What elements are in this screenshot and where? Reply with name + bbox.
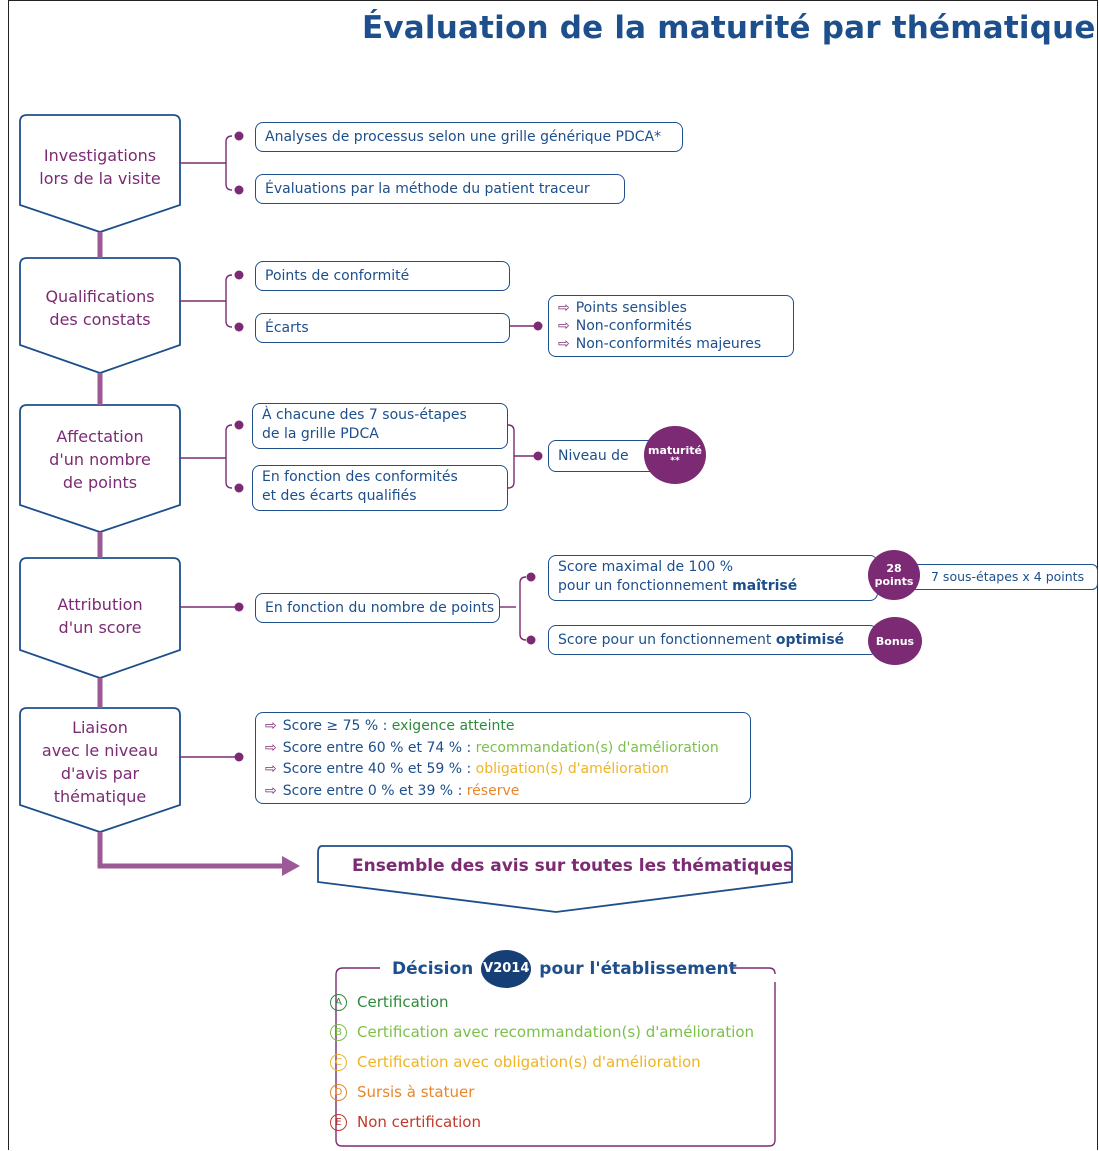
box-score-thresholds: ⇨ Score ≥ 75 % : exigence atteinte ⇨ Score…	[255, 712, 751, 804]
threshold-prefix: Score entre 0 % et 39 % :	[282, 782, 467, 799]
box-line: et des écarts qualifiés	[262, 488, 417, 504]
decision-heading: Décision V2014 pour l'établissement	[392, 950, 737, 988]
stage-label: lors de la visite	[39, 169, 161, 188]
box-nombre-points: En fonction du nombre de points	[255, 593, 500, 623]
threshold-item: ⇨ Score entre 40 % et 59 % : obligation(s…	[265, 759, 741, 781]
box-line-text: Score pour un fonctionnement	[558, 632, 776, 648]
threshold-item: ⇨ Score entre 0 % et 39 % : réserve	[265, 781, 741, 803]
box-score-maximal: Score maximal de 100 % pour un fonctionn…	[548, 555, 878, 601]
arrow-icon: ⇨	[265, 761, 277, 777]
list-item-label: Non-conformités	[575, 318, 692, 334]
list-item-label: Non-conformités majeures	[575, 336, 762, 352]
threshold-label: exigence atteinte	[391, 718, 515, 734]
stage-label: d'un nombre	[49, 450, 151, 469]
box-score-optimise: Score pour un fonctionnement optimisé	[548, 625, 878, 655]
decision-item-label: Certification avec obligation(s) d'améli…	[357, 1053, 701, 1071]
box-line-bold: maîtrisé	[732, 578, 798, 594]
box-line-text: pour un fonctionnement	[558, 578, 733, 594]
stage-label: Affectation	[56, 427, 144, 446]
letter-c-icon: C	[330, 1054, 347, 1071]
v2014-badge: V2014	[481, 950, 532, 988]
box-patient-traceur: Évaluations par la méthode du patient tr…	[255, 174, 625, 204]
box-ecarts: Écarts	[255, 313, 510, 343]
decision-item-label: Sursis à statuer	[357, 1083, 475, 1101]
letter-a-icon: A	[330, 994, 347, 1011]
stage-investigations: Investigations lors de la visite	[20, 144, 180, 190]
decision-item-e: E Non certification	[330, 1113, 481, 1131]
box-line: pour un fonctionnement maîtrisé	[558, 577, 868, 596]
list-item-label: Points sensibles	[575, 300, 687, 316]
decision-item-label: Certification avec recommandation(s) d'a…	[357, 1023, 755, 1041]
stage-label: Attribution	[57, 595, 143, 614]
arrow-icon: ⇨	[558, 318, 570, 334]
stage-label: d'avis par	[60, 764, 140, 783]
stage-qualifications: Qualifications des constats	[20, 285, 180, 331]
maturite-badge-sub: **	[670, 456, 680, 466]
letter-d-icon: D	[330, 1084, 347, 1101]
ensemble-label: Ensemble des avis sur toutes les thémati…	[352, 856, 794, 876]
box-line-bold: optimisé	[775, 632, 845, 648]
threshold-label: recommandation(s) d'amélioration	[475, 739, 719, 756]
arrow-icon: ⇨	[265, 782, 277, 799]
stage-label: avec le niveau	[41, 741, 159, 760]
decision-post: pour l'établissement	[539, 959, 737, 979]
niveau-label: Niveau de	[558, 448, 629, 464]
decision-item-label: Certification	[357, 993, 449, 1011]
decision-item-c: C Certification avec obligation(s) d'amél…	[330, 1053, 701, 1071]
maturite-badge: maturité **	[644, 426, 706, 484]
threshold-item: ⇨ Score entre 60 % et 74 % : recommandati…	[265, 738, 741, 760]
stage-label: Liaison	[72, 718, 128, 737]
list-item: ⇨ Non-conformités	[558, 317, 784, 335]
stage-affectation: Affectation d'un nombre de points	[20, 425, 180, 494]
points-badge-number: 28	[886, 562, 902, 575]
points-badge: 28 points	[868, 550, 920, 600]
box-line: À chacune des 7 sous-étapes	[262, 407, 467, 423]
stage-liaison: Liaison avec le niveau d'avis par thémat…	[20, 716, 180, 808]
threshold-label: obligation(s) d'amélioration	[475, 761, 669, 777]
box-conformites-ecarts: En fonction des conformités et des écart…	[252, 465, 508, 511]
stage-label: de points	[62, 473, 138, 492]
threshold-label: réserve	[466, 782, 520, 799]
box-line: En fonction des conformités	[262, 469, 458, 485]
maturite-badge-label: maturité	[648, 444, 702, 457]
ensemble-arrowhead	[282, 856, 300, 876]
decision-item-b: B Certification avec recommandation(s) d'…	[330, 1023, 754, 1041]
stage-label: d'un score	[58, 618, 142, 637]
ensemble-shape	[317, 845, 793, 913]
arrow-icon: ⇨	[265, 718, 277, 734]
arrow-icon: ⇨	[558, 336, 570, 352]
bonus-badge: Bonus	[868, 617, 922, 665]
box-line: de la grille PDCA	[262, 426, 379, 442]
stage-label: thématique	[53, 787, 147, 806]
threshold-item: ⇨ Score ≥ 75 % : exigence atteinte	[265, 716, 741, 738]
list-item: ⇨ Non-conformités majeures	[558, 335, 784, 353]
stage-label: Qualifications	[45, 287, 155, 306]
box-ecarts-list: ⇨ Points sensibles ⇨ Non-conformités ⇨ Non-…	[548, 295, 794, 357]
list-item: ⇨ Points sensibles	[558, 299, 784, 317]
page-title: Évaluation de la maturité par thématique	[362, 10, 1096, 46]
box-line: Score maximal de 100 %	[558, 559, 734, 575]
stage-label: des constats	[49, 310, 151, 329]
letter-b-icon: B	[330, 1024, 347, 1041]
decision-item-label: Non certification	[357, 1113, 481, 1131]
decision-item-a: A Certification	[330, 993, 449, 1011]
box-sous-etapes: À chacune des 7 sous-étapes de la grille…	[252, 403, 508, 449]
threshold-prefix: Score entre 40 % et 59 % :	[282, 761, 476, 777]
box-sous-etapes-points: 7 sous-étapes x 4 points	[900, 564, 1098, 590]
decision-item-d: D Sursis à statuer	[330, 1083, 474, 1101]
threshold-prefix: Score entre 60 % et 74 % :	[282, 739, 476, 756]
decision-pre: Décision	[392, 959, 474, 979]
points-badge-label: points	[874, 575, 914, 588]
stage-label: Investigations	[43, 146, 157, 165]
box-analyses-processus: Analyses de processus selon une grille g…	[255, 122, 683, 152]
threshold-prefix: Score ≥ 75 % :	[282, 718, 392, 734]
arrow-icon: ⇨	[558, 300, 570, 316]
box-points-conformite: Points de conformité	[255, 261, 510, 291]
letter-e-icon: E	[330, 1114, 347, 1131]
arrow-icon: ⇨	[265, 739, 277, 756]
stage-attribution: Attribution d'un score	[20, 593, 180, 639]
